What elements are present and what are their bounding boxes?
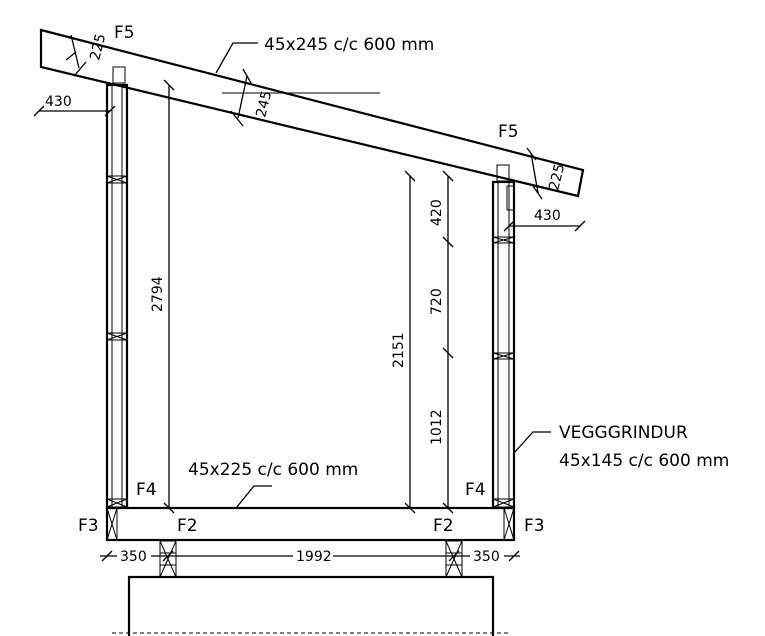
label-wall-spec: 45x145 c/c 600 mm xyxy=(559,451,729,471)
dim-rafter-end-right: 225 xyxy=(526,147,568,200)
label-f4-left: F4 xyxy=(136,480,157,500)
dim-overhang-right-label: 430 xyxy=(534,208,561,224)
dim-wall-height-right: 2151 xyxy=(391,170,416,514)
dim-wall-height-left: 2794 xyxy=(150,79,175,514)
support-left xyxy=(159,540,177,578)
leader-lines xyxy=(215,42,551,509)
left-wall xyxy=(105,66,129,510)
left-wall-blocking xyxy=(106,175,128,508)
foundation xyxy=(112,575,510,636)
right-wall-blocking xyxy=(492,236,515,508)
label-f3-right: F3 xyxy=(524,516,545,536)
label-f2-left: F2 xyxy=(177,516,198,536)
dim-rafter-depth-label: 245 xyxy=(253,89,275,119)
dim-seg-bottom-label: 1012 xyxy=(429,409,445,445)
support-right xyxy=(445,540,463,578)
dim-seg-top-label: 420 xyxy=(429,199,445,226)
dim-wall-height-right-label: 2151 xyxy=(391,332,407,368)
dim-overhang-left-label: 430 xyxy=(45,94,72,110)
dim-wall-height-left-label: 2794 xyxy=(150,276,166,312)
dim-base-left-label: 350 xyxy=(120,549,147,565)
dim-rafter-end-right-label: 225 xyxy=(546,162,568,192)
dim-rafter-depth: 245 xyxy=(230,68,275,127)
roof-rafter xyxy=(39,28,585,198)
dim-chain-right: 420 720 1012 xyxy=(429,170,454,514)
dim-overhang-left: 430 xyxy=(33,94,116,117)
dim-overhang-right: 430 xyxy=(503,208,586,232)
label-f4-right: F4 xyxy=(465,480,486,500)
dim-base-right-label: 350 xyxy=(473,549,500,565)
dim-seg-mid-label: 720 xyxy=(429,288,445,315)
label-wall-title: VEGGGRINDUR xyxy=(559,423,688,443)
labels: F5 45x245 c/c 600 mm F5 VEGGGRINDUR 45x1… xyxy=(78,23,729,536)
dim-base: 350 1992 350 xyxy=(100,547,520,565)
label-f3-left: F3 xyxy=(78,516,99,536)
label-f5-right: F5 xyxy=(498,122,519,142)
dim-base-span-label: 1992 xyxy=(296,549,332,565)
right-wall xyxy=(491,164,516,510)
dim-rafter-end-left: 225 xyxy=(65,32,109,77)
label-rafter-spec: 45x245 c/c 600 mm xyxy=(264,35,434,55)
floor-beam xyxy=(105,506,516,542)
label-f2-right: F2 xyxy=(433,516,454,536)
label-joist-spec: 45x225 c/c 600 mm xyxy=(188,460,358,480)
dim-rafter-end-left-label: 225 xyxy=(87,32,109,62)
label-f5-left: F5 xyxy=(114,23,135,43)
